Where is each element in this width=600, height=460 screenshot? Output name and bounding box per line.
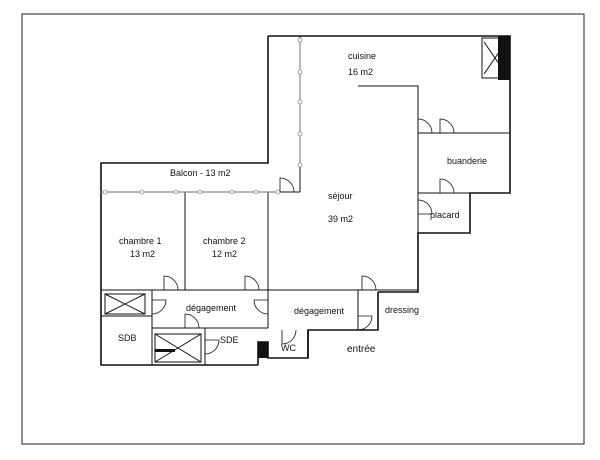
kitchen-black-block xyxy=(498,36,510,80)
label-chambre2: chambre 2 xyxy=(203,236,246,246)
label-wc: WC xyxy=(281,343,296,353)
label-balcon: Balcon - 13 m2 xyxy=(170,168,231,178)
shower-sde xyxy=(154,333,202,363)
label-sejour: séjour xyxy=(328,191,353,201)
sde-black-block xyxy=(258,342,268,358)
balcony-rail-block xyxy=(155,349,175,352)
label-degagement2: dégagement xyxy=(294,306,345,316)
room-labels: cuisine 16 m2 buanderie placard Balcon -… xyxy=(118,51,487,355)
label-sejour-area: 39 m2 xyxy=(328,214,353,224)
label-cuisine: cuisine xyxy=(348,51,376,61)
label-sdb: SDB xyxy=(118,333,137,343)
label-degagement1: dégagement xyxy=(186,303,237,313)
doors xyxy=(151,118,455,355)
label-chambre2-area: 12 m2 xyxy=(212,249,237,259)
label-entree: entrée xyxy=(347,344,376,355)
frame-border xyxy=(21,13,585,445)
label-sde: SDE xyxy=(220,335,239,345)
shower-sdb xyxy=(104,293,146,315)
label-cuisine-area: 16 m2 xyxy=(348,67,373,77)
label-chambre1: chambre 1 xyxy=(119,236,162,246)
label-placard: placard xyxy=(430,210,460,220)
windows xyxy=(101,37,303,195)
fixtures xyxy=(104,36,510,363)
label-buanderie: buanderie xyxy=(447,156,487,166)
label-dressing: dressing xyxy=(385,305,419,315)
label-chambre1-area: 13 m2 xyxy=(130,249,155,259)
